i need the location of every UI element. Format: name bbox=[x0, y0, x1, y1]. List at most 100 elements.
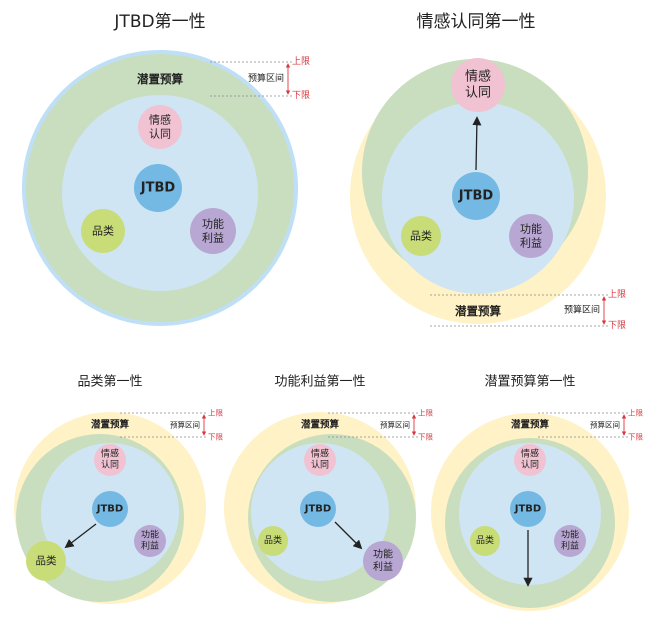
emotion-node: 情感认同 bbox=[451, 58, 505, 112]
budget-label: 潜置预算 bbox=[511, 419, 550, 431]
upper-limit-label: 上限 bbox=[608, 289, 626, 300]
emotion-node-label: 情感 bbox=[465, 68, 491, 84]
emotion-node-circle bbox=[304, 444, 336, 476]
diagram-function-first: 功能利益第一性潜置预算预算区间上限下限情感认同JTBD品类功能利益 bbox=[224, 375, 433, 604]
category-node: 品类 bbox=[470, 526, 500, 556]
emotion-node-label: 情感 bbox=[149, 114, 171, 127]
jtbd-node-circle bbox=[134, 164, 182, 212]
budget-label: 潜置预算 bbox=[455, 304, 501, 318]
function-node-label: 利益 bbox=[561, 540, 579, 552]
budget-label: 潜置预算 bbox=[91, 419, 130, 431]
jtbd-node-circle bbox=[452, 172, 500, 220]
function-node-circle bbox=[363, 541, 403, 581]
emphasis-arrow bbox=[64, 523, 97, 549]
range-label: 预算区间 bbox=[380, 420, 410, 430]
function-node-label: 利益 bbox=[141, 540, 159, 552]
emotion-node-label: 情感 bbox=[521, 447, 539, 459]
range-label: 预算区间 bbox=[590, 420, 620, 430]
emotion-node: 情感认同 bbox=[138, 105, 182, 149]
category-node-label: 品类 bbox=[36, 554, 57, 567]
diagram-category-first: 品类第一性潜置预算预算区间上限下限情感认同 JTBD 品类 功能利益 bbox=[14, 375, 223, 604]
jtbd-node: JTBD bbox=[134, 164, 182, 212]
emotion-node: 情感认同 bbox=[304, 444, 336, 476]
category-node-label: 品类 bbox=[92, 224, 114, 238]
function-node-label: 功能 bbox=[141, 528, 159, 540]
lower-limit-label: 下限 bbox=[628, 433, 643, 442]
category-node-circle bbox=[258, 526, 288, 556]
emotion-node-label: 认同 bbox=[521, 459, 539, 471]
jtbd-node-circle bbox=[510, 491, 546, 527]
category-node-circle bbox=[401, 216, 441, 256]
emotion-node-label: 情感 bbox=[101, 447, 119, 459]
jtbd-node-label: JTBD bbox=[458, 189, 494, 204]
category-node-circle bbox=[470, 526, 500, 556]
category-node-circle bbox=[26, 541, 66, 581]
emotion-node-label: 认同 bbox=[149, 127, 171, 140]
emotion-node-circle bbox=[514, 444, 546, 476]
diagram-title: 情感认同第一性 bbox=[417, 12, 536, 32]
emotion-node-circle bbox=[138, 105, 182, 149]
function-node-label: 功能 bbox=[202, 217, 224, 231]
range-label: 预算区间 bbox=[170, 420, 200, 430]
function-node-circle bbox=[509, 214, 553, 258]
function-node: 功能利益 bbox=[509, 214, 553, 258]
upper-limit-label: 上限 bbox=[418, 409, 433, 418]
category-node-label: 品类 bbox=[264, 534, 282, 546]
jtbd-node-label: JTBD bbox=[96, 504, 123, 515]
lower-limit-label: 下限 bbox=[208, 433, 223, 442]
diagram-budget-first: 潜置预算第一性潜置预算预算区间上限下限情感认同JTBD品类功能利益 bbox=[431, 375, 643, 611]
emotion-node-label: 认同 bbox=[101, 459, 119, 471]
upper-limit-label: 上限 bbox=[628, 409, 643, 418]
jtbd-node: JTBD bbox=[92, 491, 128, 527]
range-label: 预算区间 bbox=[564, 304, 600, 316]
jtbd-node-label: JTBD bbox=[304, 504, 331, 515]
lower-limit-label: 下限 bbox=[418, 433, 433, 442]
upper-limit-label: 上限 bbox=[292, 56, 310, 67]
function-node: 功能利益 bbox=[363, 541, 403, 581]
emotion-node: 情感认同 bbox=[94, 444, 126, 476]
category-node: 品类 bbox=[81, 209, 125, 253]
jtbd-node-label: JTBD bbox=[140, 181, 176, 196]
emotion-node-label: 认同 bbox=[465, 86, 491, 101]
range-label: 预算区间 bbox=[248, 72, 284, 84]
diagram-title: 潜置预算第一性 bbox=[484, 375, 575, 390]
emotion-node-circle bbox=[94, 444, 126, 476]
diagram-title: 品类第一性 bbox=[77, 375, 142, 390]
emphasis-arrow bbox=[472, 116, 482, 171]
category-node-circle bbox=[81, 209, 125, 253]
budget-label: 潜置预算 bbox=[137, 72, 183, 86]
function-node: 功能利益 bbox=[134, 525, 166, 557]
function-node-label: 利益 bbox=[202, 230, 224, 244]
diagram-title: JTBD第一性 bbox=[113, 12, 205, 32]
jtbd-node: JTBD bbox=[452, 172, 500, 220]
jtbd-node-circle bbox=[300, 491, 336, 527]
category-node: 品类 bbox=[258, 526, 288, 556]
jtbd-node: JTBD bbox=[510, 491, 546, 527]
function-node-label: 功能 bbox=[373, 547, 393, 560]
function-node: 功能利益 bbox=[190, 208, 236, 254]
function-node-circle bbox=[190, 208, 236, 254]
function-node-label: 利益 bbox=[373, 560, 393, 573]
emphasis-arrow bbox=[334, 521, 363, 550]
function-node-circle bbox=[134, 525, 166, 557]
category-node: 品类 bbox=[401, 216, 441, 256]
function-node-circle bbox=[554, 525, 586, 557]
category-node: 品类 bbox=[26, 541, 66, 581]
lower-limit-label: 下限 bbox=[292, 90, 310, 101]
emotion-node-label: 认同 bbox=[311, 459, 329, 471]
budget-label: 潜置预算 bbox=[301, 419, 340, 431]
category-node-label: 品类 bbox=[410, 229, 432, 243]
category-node-label: 品类 bbox=[476, 534, 494, 546]
jtbd-node-circle bbox=[92, 491, 128, 527]
jtbd-node: JTBD bbox=[300, 491, 336, 527]
diagram-title: 功能利益第一性 bbox=[274, 375, 365, 390]
emotion-node-label: 情感 bbox=[311, 447, 329, 459]
function-node-label: 利益 bbox=[520, 235, 542, 249]
